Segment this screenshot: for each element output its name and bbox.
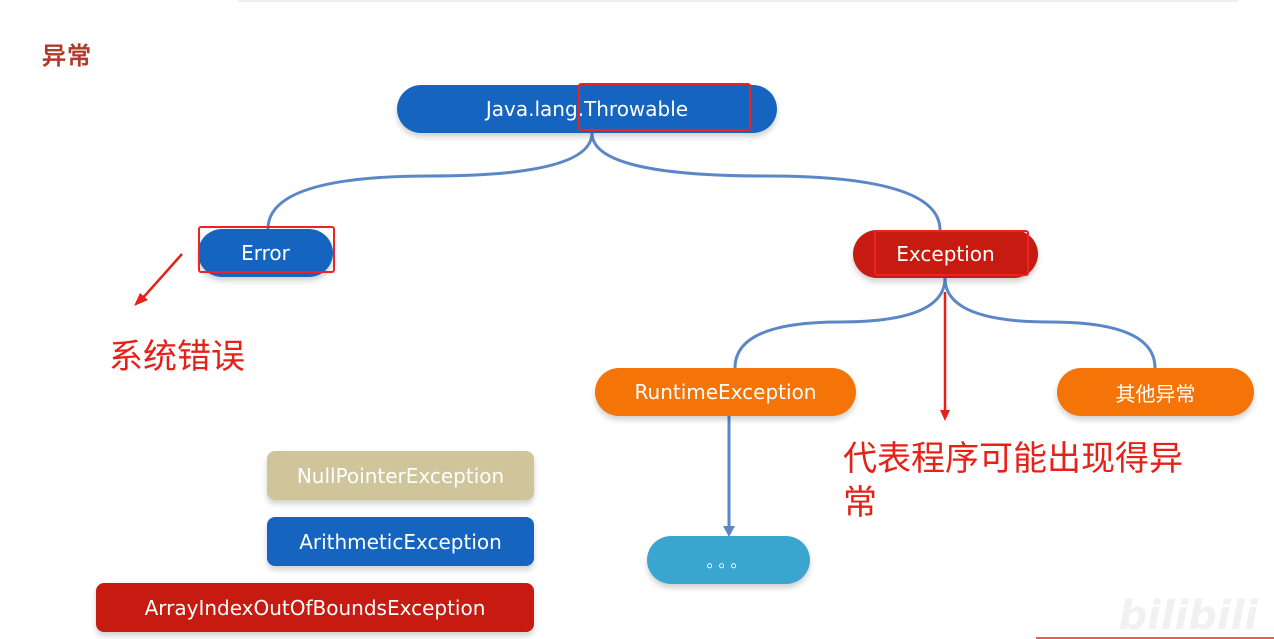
- ellipsis-node: 。。。: [647, 536, 810, 584]
- error-node: Error: [198, 229, 333, 277]
- connector-throwable-error: [266, 132, 594, 230]
- array-index-exception-box: ArrayIndexOutOfBoundsException: [96, 583, 534, 632]
- exception-annotation: 代表程序可能出现得异常: [843, 439, 1183, 523]
- highlight-exception: [874, 230, 1029, 276]
- annotation-arrow-error-line: [140, 253, 183, 301]
- exception-node: Exception: [853, 230, 1038, 278]
- connector-arrowhead: [723, 526, 735, 537]
- connector-throwable-exception: [590, 132, 942, 231]
- highlight-error: [198, 226, 335, 273]
- runtime-exception-node: RuntimeException: [595, 368, 856, 416]
- null-pointer-exception-box: NullPointerException: [267, 451, 534, 500]
- watermark-logo: bilibili: [1118, 593, 1258, 639]
- annotation-arrow-error-head: [134, 293, 148, 306]
- annotation-arrow-exception-head: [940, 410, 950, 421]
- arithmetic-exception-box: ArithmeticException: [267, 517, 534, 566]
- connector-exception-other: [943, 277, 1157, 369]
- throwable-node: Java.lang.Throwable: [397, 85, 777, 133]
- page-title: 异常: [42, 42, 92, 70]
- other-exceptions-node: 其他异常: [1057, 368, 1254, 416]
- highlight-throwable: [578, 83, 751, 131]
- bottom-progress-line: [1036, 637, 1274, 639]
- connector-exception-runtime: [733, 277, 947, 369]
- top-divider: [238, 0, 1238, 2]
- error-annotation: 系统错误: [109, 337, 245, 377]
